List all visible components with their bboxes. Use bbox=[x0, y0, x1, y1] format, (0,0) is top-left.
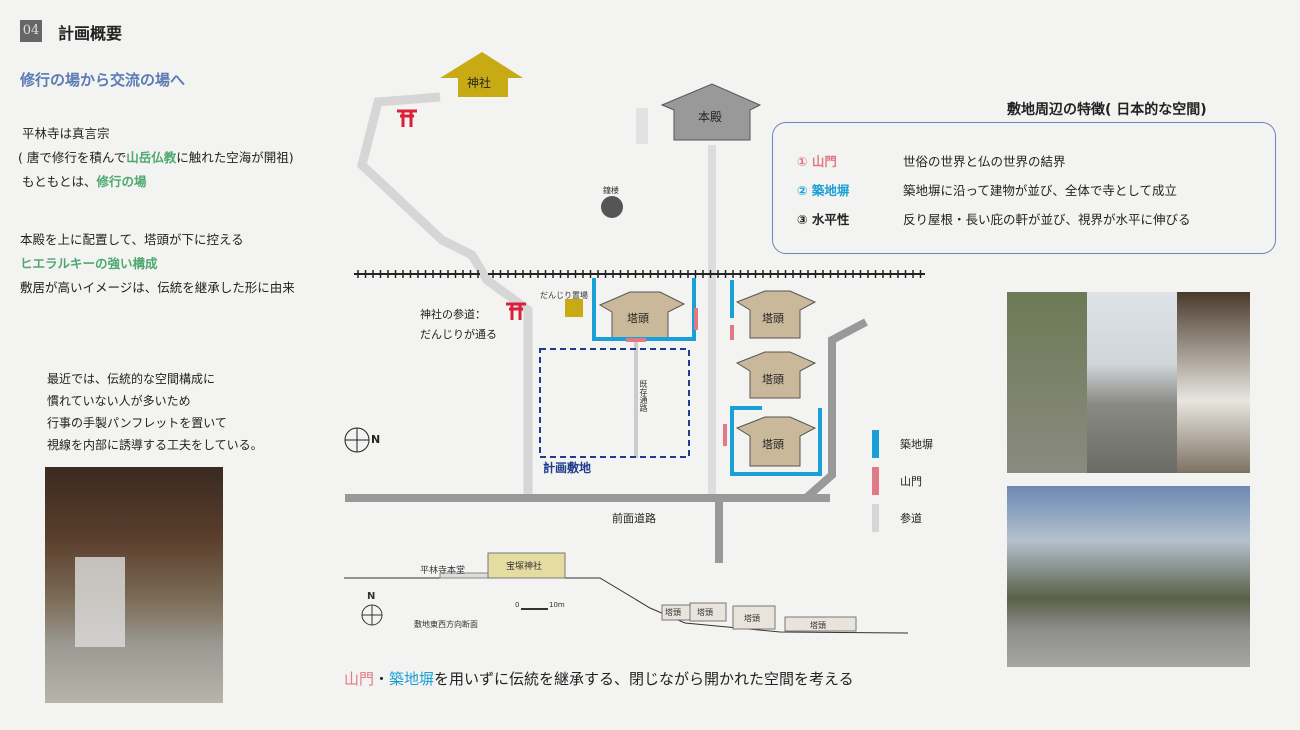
conclusion-rest: を用いずに伝統を継承する、閉じながら開かれた空間を考える bbox=[434, 670, 854, 688]
wall-right bbox=[1177, 292, 1250, 473]
bell-tower-label: 鐘楼 bbox=[603, 186, 619, 195]
feature-desc: 世俗の世界と仏の世界の結界 bbox=[903, 154, 1066, 169]
feature-key: ② 築地塀 bbox=[797, 183, 850, 198]
bell-tower bbox=[601, 196, 623, 218]
feature-item-horizontal: ③ 水平性 反り屋根・長い庇の軒が並び、視界が水平に伸びる bbox=[797, 209, 1191, 228]
hondo-label: 平林寺本堂 bbox=[420, 566, 466, 576]
sando-note: 神社の参道： だんじりが通る bbox=[420, 305, 497, 345]
intro-line2b: に触れた空海が開祖) bbox=[176, 150, 294, 165]
subtitle: 修行の場から交流の場へ bbox=[20, 71, 186, 89]
gray-block bbox=[636, 108, 648, 144]
feature-key: ③ 水平性 bbox=[797, 212, 850, 227]
railway-ties bbox=[357, 270, 922, 278]
danjiri-storage bbox=[565, 299, 583, 317]
features-box: ① 山門 世俗の世界と仏の世界の結界 ② 築地塀 築地塀に沿って建物が並び、全体で寺… bbox=[772, 122, 1276, 254]
recent-line: 慣れていない人が多いため bbox=[47, 394, 191, 408]
planned-site-label: 計画敷地 bbox=[543, 461, 592, 475]
sando-path bbox=[356, 92, 533, 495]
highlight-training-place: 修行の場 bbox=[96, 174, 147, 189]
sando-note-line1: 神社の参道： bbox=[420, 308, 486, 321]
section-north-label: N bbox=[367, 591, 376, 602]
legend-swatches bbox=[872, 430, 879, 532]
section-drawing bbox=[344, 552, 909, 634]
front-road-label: 前面道路 bbox=[612, 512, 656, 525]
feature-desc: 反り屋根・長い庇の軒が並び、視界が水平に伸びる bbox=[903, 212, 1191, 227]
sando-note-line2: だんじりが通る bbox=[420, 328, 497, 341]
tatchu-label: 塔頭 bbox=[762, 312, 784, 325]
intro-line1: 平林寺は真言宗 bbox=[21, 126, 110, 141]
tatchu-buildings bbox=[598, 290, 817, 467]
conclusion-gate: 山門 bbox=[344, 670, 375, 688]
hierarchy-text: 本殿を上に配置して、塔頭が下に控える ヒエラルキーの強い構成 敷居が高いイメージ… bbox=[20, 228, 295, 300]
recent-text: 最近では、伝統的な空間構成に 慣れていない人が多いため 行事の手製パンフレットを… bbox=[47, 368, 263, 456]
hierarchy-line1: 本殿を上に配置して、塔頭が下に控える bbox=[20, 232, 244, 247]
recent-line: 行事の手製パンフレットを置いて bbox=[47, 416, 227, 430]
scale-ten: 10m bbox=[549, 601, 565, 609]
conclusion-dot: ・ bbox=[374, 670, 390, 688]
tatchu-label: 塔頭 bbox=[762, 438, 784, 451]
torii-icon bbox=[397, 109, 526, 320]
legend-sando: 参道 bbox=[900, 512, 922, 525]
legend-wall: 築地塀 bbox=[900, 438, 933, 451]
feature-item-gate: ① 山門 世俗の世界と仏の世界の結界 bbox=[797, 151, 1066, 170]
intro-line3a: もともとは、 bbox=[21, 174, 97, 189]
feature-desc: 築地塀に沿って建物が並び、全体で寺として成立 bbox=[903, 183, 1178, 198]
feature-key: ① 山門 bbox=[797, 154, 837, 169]
map-north-label: N bbox=[371, 433, 381, 446]
section-tatchu: 塔頭 bbox=[744, 614, 760, 623]
legend-gate: 山門 bbox=[900, 475, 922, 488]
feature-item-wall: ② 築地塀 築地塀に沿って建物が並び、全体で寺として成立 bbox=[797, 180, 1177, 199]
highlight-mountain-buddhism: 山岳仏教 bbox=[126, 150, 177, 165]
section-tatchu: 塔頭 bbox=[665, 608, 681, 617]
intro-text: 平林寺は真言宗 ( 唐で修行を積んで山岳仏教に触れた空海が開祖) もともとは、修… bbox=[18, 122, 294, 194]
shrine-building bbox=[440, 52, 523, 97]
main-hall bbox=[660, 83, 762, 141]
gate-photo bbox=[45, 467, 223, 703]
shrine-label: 神社 bbox=[467, 76, 492, 90]
tatchu-label: 塔頭 bbox=[627, 312, 649, 325]
tree-left bbox=[1007, 292, 1087, 473]
conclusion: 山門・築地塀を用いずに伝統を継承する、閉じながら開かれた空間を考える bbox=[344, 668, 854, 689]
intro-line2a: ( 唐で修行を積んで bbox=[18, 150, 127, 165]
features-title: 敷地周辺の特徴( 日本的な空間) bbox=[1007, 102, 1207, 118]
takarazuka-label: 宝塚神社 bbox=[506, 562, 543, 572]
street-photo bbox=[1007, 292, 1250, 473]
main-hall-label: 本殿 bbox=[698, 110, 723, 124]
danjiri-storage-label: だんじり置場 bbox=[540, 291, 588, 300]
compass-icon bbox=[344, 427, 370, 453]
page-title: 計画概要 bbox=[58, 24, 123, 43]
existing-path-label: 既存通路 bbox=[639, 380, 648, 412]
planned-site bbox=[539, 348, 690, 458]
section-tatchu: 塔頭 bbox=[810, 621, 826, 630]
pamphlet-stand bbox=[75, 557, 125, 647]
section-tatchu: 塔頭 bbox=[697, 608, 713, 617]
section-number: 04 bbox=[20, 20, 42, 42]
recent-line: 視線を内部に誘導する工夫をしている。 bbox=[47, 438, 263, 452]
parking-photo bbox=[1007, 486, 1250, 667]
roads bbox=[345, 145, 868, 563]
sanmon-gates bbox=[626, 308, 734, 446]
tatchu-label: 塔頭 bbox=[762, 373, 784, 386]
hierarchy-highlight: ヒエラルキーの強い構成 bbox=[20, 256, 158, 271]
scale-zero: 0 bbox=[515, 601, 520, 609]
conclusion-wall: 築地塀 bbox=[389, 670, 435, 688]
hierarchy-line3: 敷居が高いイメージは、伝統を継承した形に由来 bbox=[20, 280, 295, 295]
recent-line: 最近では、伝統的な空間構成に bbox=[47, 372, 216, 386]
section-caption: 敷地東西方向断面 bbox=[414, 620, 478, 629]
